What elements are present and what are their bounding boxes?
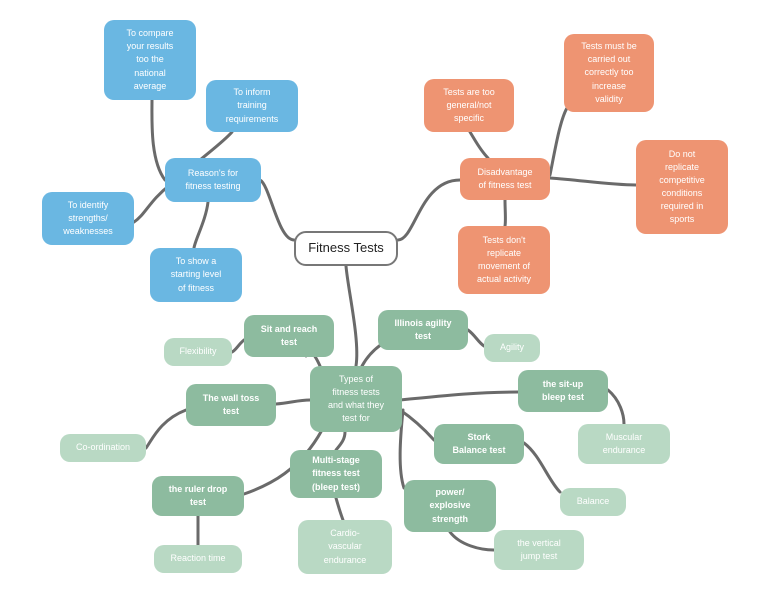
link-situp-musc: [606, 388, 626, 426]
center-topic-label: Fitness Tests: [308, 240, 384, 256]
link-center-disadv: [396, 178, 462, 242]
link-stork-balance: [522, 441, 562, 494]
disadvantage-movement-label: Tests don't replicate movement of actual…: [476, 234, 532, 285]
component-muscular-label: Muscular endurance: [602, 431, 646, 455]
test-multistage-label: Multi-stage fitness test (bleep test): [311, 455, 360, 492]
reasons-hub-label: Reason's for fitness testing: [185, 167, 241, 191]
link-disadv-correctly: [548, 106, 569, 177]
link-multi-cardio: [334, 496, 345, 522]
component-flexibility: Flexibility: [164, 338, 232, 366]
test-power-label: power/ explosive strength: [429, 487, 471, 524]
link-power-jump: [448, 530, 496, 552]
disadvantage-hub: Disadvantage of fitness test: [460, 158, 550, 200]
disadvantage-replicate: Do not replicate competitive conditions …: [636, 140, 728, 234]
link-center-reasons: [258, 178, 296, 242]
link-center-types: [344, 264, 359, 368]
component-agility: Agility: [484, 334, 540, 362]
reason-compare-label: To compare your results too the national…: [126, 28, 174, 91]
link-types-walltoss: [274, 398, 312, 406]
link-illinois-agility: [466, 328, 486, 348]
test-ruler-drop-label: the ruler drop test: [168, 483, 228, 507]
reason-inform-label: To inform training requirements: [225, 87, 279, 124]
disadvantage-movement: Tests don't replicate movement of actual…: [458, 226, 550, 294]
disadvantage-correctly-label: Tests must be carried out correctly too …: [581, 41, 637, 104]
types-hub: Types of fitness tests and what they tes…: [310, 366, 402, 432]
reason-identify-label: To identify strengths/ weaknesses: [63, 199, 113, 237]
test-power: power/ explosive strength: [404, 480, 496, 532]
reason-starting-label: To show a starting level of fitness: [170, 256, 222, 293]
component-cardio: Cardio- vascular endurance: [298, 520, 392, 574]
component-vertical-jump-label: the vertical jump test: [517, 537, 561, 561]
test-sit-up: the sit-up bleep test: [518, 370, 608, 412]
reason-inform: To inform training requirements: [206, 80, 298, 132]
component-coordination-label: Co-ordination: [75, 442, 131, 453]
component-cardio-label: Cardio- vascular endurance: [323, 528, 367, 565]
test-sit-reach: Sit and reach test: [244, 315, 334, 357]
disadvantage-general-label: Tests are too general/not specific: [443, 86, 495, 124]
component-coordination: Co-ordination: [60, 434, 146, 462]
link-types-situp: [398, 390, 520, 402]
component-flexibility-label: Flexibility: [179, 346, 217, 357]
reason-identify: To identify strengths/ weaknesses: [42, 192, 134, 245]
disadvantage-hub-label: Disadvantage of fitness test: [477, 166, 533, 190]
disadvantage-replicate-label: Do not replicate competitive conditions …: [659, 148, 705, 225]
test-illinois: Illinois agility test: [378, 310, 468, 350]
link-types-power: [398, 408, 406, 490]
test-stork: Stork Balance test: [434, 424, 524, 464]
component-reaction-label: Reaction time: [170, 553, 226, 564]
component-vertical-jump: the vertical jump test: [494, 530, 584, 570]
types-hub-label: Types of fitness tests and what they tes…: [327, 373, 385, 424]
link-reasons-starting: [192, 200, 210, 250]
link-types-stork: [398, 408, 436, 442]
disadvantage-correctly: Tests must be carried out correctly too …: [564, 34, 654, 112]
link-walltoss-coord: [144, 408, 188, 450]
test-stork-label: Stork Balance test: [452, 431, 506, 455]
component-muscular: Muscular endurance: [578, 424, 670, 464]
reason-starting: To show a starting level of fitness: [150, 248, 242, 302]
link-types-ruler: [242, 428, 324, 496]
reasons-hub: Reason's for fitness testing: [165, 158, 261, 202]
component-balance-label: Balance: [576, 496, 610, 507]
test-sit-reach-label: Sit and reach test: [260, 323, 318, 347]
reason-compare: To compare your results too the national…: [104, 20, 196, 100]
component-reaction: Reaction time: [154, 545, 242, 573]
center-topic: Fitness Tests: [294, 231, 398, 266]
test-ruler-drop: the ruler drop test: [152, 476, 244, 516]
test-wall-toss: The wall toss test: [186, 384, 276, 426]
link-reasons-compare: [150, 98, 167, 182]
link-reasons-inform: [198, 130, 234, 162]
component-agility-label: Agility: [499, 342, 524, 353]
test-illinois-label: Illinois agility test: [394, 317, 452, 341]
test-sit-up-label: the sit-up bleep test: [541, 378, 584, 402]
test-multistage: Multi-stage fitness test (bleep test): [290, 450, 382, 498]
component-balance: Balance: [560, 488, 626, 516]
link-types-multistage: [334, 430, 347, 452]
link-disadv-general: [468, 130, 490, 160]
test-wall-toss-label: The wall toss test: [202, 392, 260, 416]
link-disadv-replicate: [548, 176, 638, 187]
disadvantage-general: Tests are too general/not specific: [424, 79, 514, 132]
link-sitreach-flex: [230, 338, 246, 354]
